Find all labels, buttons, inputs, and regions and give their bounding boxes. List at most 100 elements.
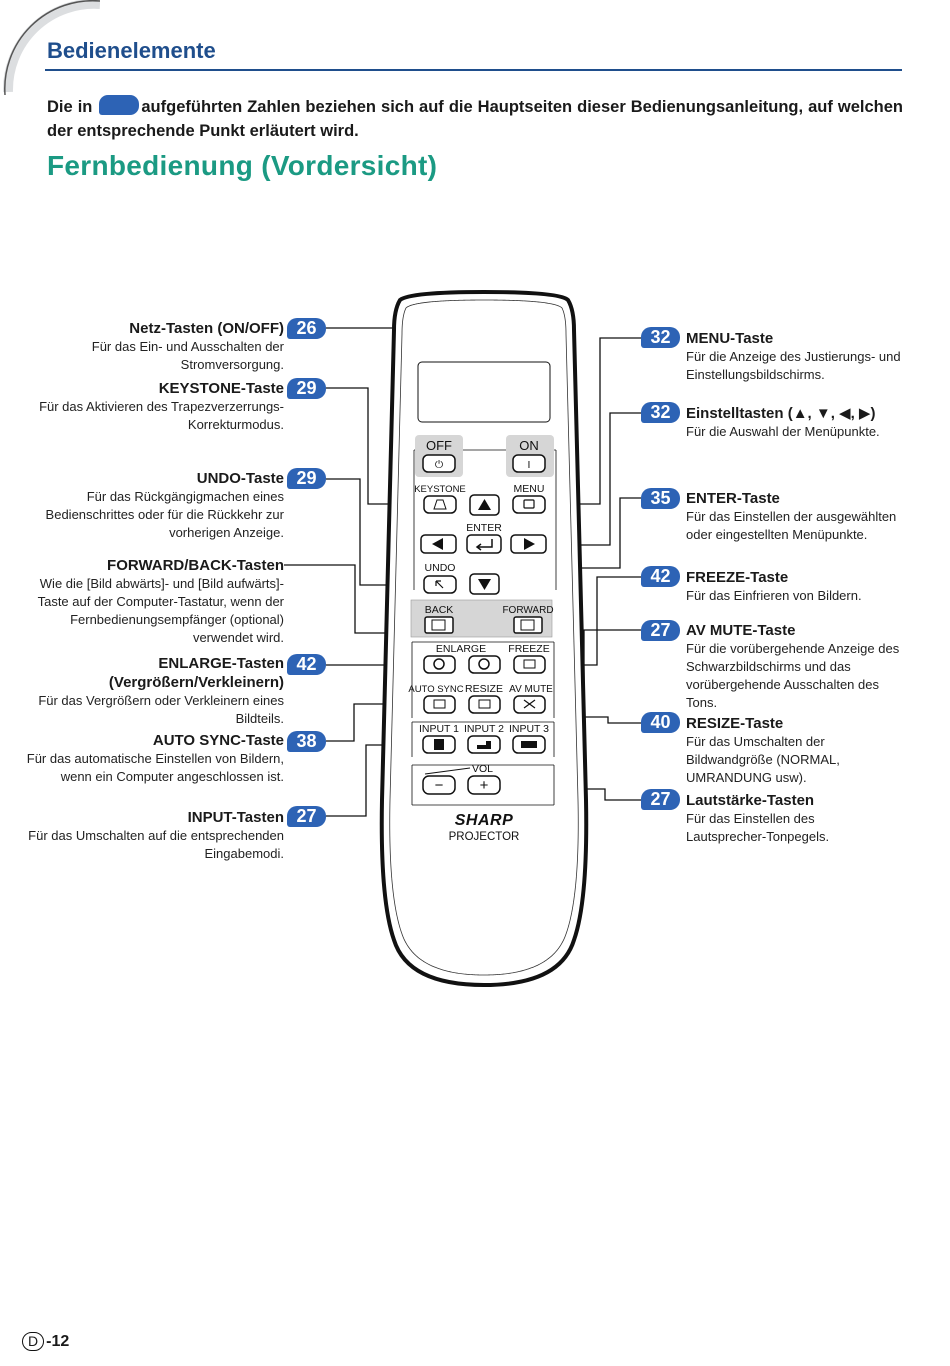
input2-label: INPUT 2 xyxy=(464,723,504,735)
page-footer: D-12 xyxy=(22,1332,69,1351)
forward-button[interactable] xyxy=(513,616,543,634)
keystone-icon xyxy=(433,499,447,510)
power-icon: ⏻ xyxy=(435,459,444,471)
brand-logo: SHARP xyxy=(455,812,514,829)
label-av-mute: AV MUTE-Taste Für die vorübergehende Anz… xyxy=(686,622,900,710)
page-heading: Fernbedienung (Vordersicht) xyxy=(47,150,438,181)
page-badge-enlarge: 42 xyxy=(287,654,326,675)
page-badge-enter: 35 xyxy=(641,488,680,509)
av-mute-label: AV MUTE xyxy=(509,684,553,695)
auto-sync-label: AUTO SYNC xyxy=(408,684,463,695)
resize-button[interactable] xyxy=(468,695,501,714)
intro-text-before: Die in xyxy=(47,98,93,116)
label-input-keys: INPUT-Tasten Für das Umschalten auf die … xyxy=(28,809,284,861)
menu-label: MENU xyxy=(514,483,545,495)
volume-down-button[interactable]: − xyxy=(422,775,456,795)
intro-text-after: aufgeführten Zahlen beziehen sich auf di… xyxy=(47,98,903,140)
forward-label: FORWARD xyxy=(502,605,553,616)
page-badge-freeze: 42 xyxy=(641,566,680,587)
label-adjust-keys: Einstelltasten (▲, ▼, ◀, ▶) Für die Ausw… xyxy=(686,405,880,439)
page-badge-av-mute: 27 xyxy=(641,620,680,641)
remote-body xyxy=(379,289,589,988)
label-power-keys: Netz-Tasten (ON/OFF) Für das Ein- und Au… xyxy=(91,320,284,372)
page-badge-adjust: 32 xyxy=(641,402,680,423)
down-arrow-button[interactable] xyxy=(469,573,500,595)
enlarge-label: ENLARGE xyxy=(436,643,486,655)
av-mute-button[interactable] xyxy=(513,695,546,714)
up-arrow-button[interactable] xyxy=(469,494,500,516)
intro-paragraph: Die in aufgeführten Zahlen beziehen sich… xyxy=(47,95,903,143)
page-badge-keystone: 29 xyxy=(287,378,326,399)
page-number: -12 xyxy=(46,1333,70,1350)
input1-button[interactable] xyxy=(422,735,456,754)
on-symbol: I xyxy=(528,459,531,471)
volume-up-button[interactable]: + xyxy=(467,775,501,795)
input1-icon xyxy=(434,739,444,750)
input2-button[interactable] xyxy=(467,735,501,754)
label-forward-back: FORWARD/BACK-Tasten Wie die [Bild abwärt… xyxy=(37,557,284,645)
back-button[interactable] xyxy=(424,616,454,634)
input3-label: INPUT 3 xyxy=(509,723,549,735)
auto-sync-icon xyxy=(433,699,446,709)
auto-sync-button[interactable] xyxy=(423,695,456,714)
label-menu: MENU-Taste Für die Anzeige des Justierun… xyxy=(686,330,901,382)
input2-icon xyxy=(477,741,491,749)
section-title: Bedienelemente xyxy=(47,38,216,63)
page-badge-volume: 27 xyxy=(641,789,680,810)
language-marker: D xyxy=(22,1332,45,1351)
label-auto-sync: AUTO SYNC-Taste Für das automatische Ein… xyxy=(26,732,284,784)
label-resize: RESIZE-Taste Für das Umschalten der Bild… xyxy=(686,715,840,785)
label-keystone: KEYSTONE-Taste Für das Aktivieren des Tr… xyxy=(39,380,284,432)
right-arrow-button[interactable] xyxy=(510,534,547,554)
keystone-label: KEYSTONE xyxy=(414,484,466,495)
enter-label: ENTER xyxy=(466,522,502,534)
corner-tab-decoration xyxy=(0,0,100,100)
freeze-button[interactable] xyxy=(513,655,546,674)
zoom-in-icon xyxy=(478,658,490,670)
enlarge-plus-button[interactable] xyxy=(468,655,501,674)
label-undo: UNDO-Taste Für das Rückgängigmachen eine… xyxy=(45,470,284,540)
back-icon xyxy=(431,619,446,631)
label-freeze: FREEZE-Taste Für das Einfrieren von Bild… xyxy=(686,569,862,603)
page-badge-auto-sync: 38 xyxy=(287,731,326,752)
menu-icon xyxy=(523,499,535,509)
forward-icon xyxy=(520,619,535,631)
back-label: BACK xyxy=(425,604,454,616)
keystone-button[interactable] xyxy=(423,495,457,514)
plus-icon: + xyxy=(480,777,489,794)
left-arrow-button[interactable] xyxy=(420,534,457,554)
input1-label: INPUT 1 xyxy=(419,723,459,735)
page-badge-resize: 40 xyxy=(641,712,680,733)
freeze-icon xyxy=(523,659,536,669)
label-volume: Lautstärke-Tasten Für das Einstellen des… xyxy=(686,792,830,844)
volume-ramp-icon xyxy=(424,767,471,775)
label-enter: ENTER-Taste Für das Einstellen der ausge… xyxy=(686,490,897,542)
enlarge-minus-button[interactable] xyxy=(423,655,456,674)
undo-button[interactable] xyxy=(423,575,457,594)
label-enlarge: ENLARGE-Tasten (Vergrößern/Verkleinern) … xyxy=(38,655,284,726)
page-badge-power: 26 xyxy=(287,318,326,339)
page-badge-menu: 32 xyxy=(641,327,680,348)
page-badge-undo: 29 xyxy=(287,468,326,489)
av-mute-icon xyxy=(523,699,536,709)
menu-button[interactable] xyxy=(512,495,546,514)
input3-button[interactable] xyxy=(512,735,546,754)
resize-label: RESIZE xyxy=(465,683,503,695)
off-button[interactable]: ⏻ xyxy=(422,454,456,473)
undo-icon xyxy=(435,580,444,589)
input3-icon xyxy=(521,741,537,748)
page-badge-input: 27 xyxy=(287,806,326,827)
on-button[interactable]: I xyxy=(512,454,546,473)
up-arrow-icon xyxy=(478,499,491,510)
minus-icon: − xyxy=(435,777,444,794)
on-label: ON xyxy=(519,438,539,453)
zoom-out-icon xyxy=(433,658,445,670)
left-arrow-icon xyxy=(432,538,443,550)
enter-icon xyxy=(475,539,493,551)
resize-icon xyxy=(478,699,491,709)
enter-button[interactable] xyxy=(466,534,502,554)
undo-label: UNDO xyxy=(425,562,456,574)
freeze-label: FREEZE xyxy=(508,643,549,655)
right-arrow-icon xyxy=(524,538,535,550)
